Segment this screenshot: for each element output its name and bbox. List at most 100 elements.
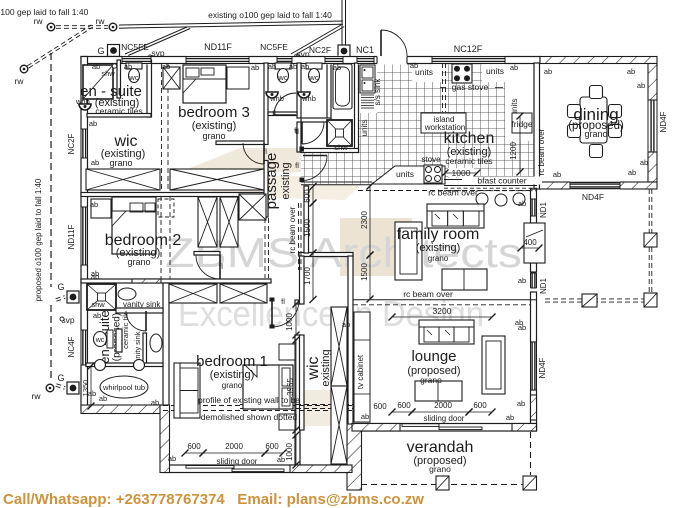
svg-text:wc: wc <box>128 73 138 82</box>
svg-text:rw: rw <box>34 16 44 26</box>
svg-text:1000: 1000 <box>285 443 294 461</box>
svg-text:gas stove: gas stove <box>452 82 489 92</box>
svg-text:existing: existing <box>280 162 292 199</box>
svg-text:grano: grano <box>584 129 607 139</box>
svg-text:grano: grano <box>202 131 225 141</box>
svg-text:wic: wic <box>113 133 137 150</box>
svg-text:rc beam over: rc beam over <box>537 128 546 175</box>
svg-text:NC5FE: NC5FE <box>260 42 288 52</box>
svg-text:ND4F: ND4F <box>538 357 547 378</box>
svg-text:units: units <box>360 120 369 137</box>
svg-text:ND1: ND1 <box>539 201 548 218</box>
svg-text:NC12F: NC12F <box>454 44 483 54</box>
svg-text:bedroom 2: bedroom 2 <box>105 232 182 249</box>
svg-text:ab: ab <box>518 199 526 208</box>
svg-text:NC5FE: NC5FE <box>121 42 149 52</box>
svg-text:ab: ab <box>89 119 97 128</box>
svg-text:tv cabinet: tv cabinet <box>356 354 365 389</box>
svg-text:ab: ab <box>91 158 99 167</box>
svg-text:600: 600 <box>397 401 411 410</box>
svg-text:2000: 2000 <box>434 401 452 410</box>
svg-text:ab: ab <box>151 398 159 407</box>
svg-text:rw: rw <box>96 16 106 26</box>
svg-text:ab: ab <box>92 62 100 71</box>
svg-text:fl: fl <box>263 147 267 156</box>
svg-text:shw: shw <box>101 69 115 78</box>
svg-text:ND11F: ND11F <box>67 225 76 250</box>
svg-text:workstation: workstation <box>424 123 465 132</box>
svg-text:fl: fl <box>294 126 298 135</box>
svg-text:G: G <box>57 282 64 292</box>
svg-text:600: 600 <box>265 442 279 451</box>
svg-text:NC2F: NC2F <box>309 45 331 55</box>
svg-text:wc: wc <box>95 337 105 344</box>
svg-text:(existing): (existing) <box>116 247 161 259</box>
svg-text:shw: shw <box>334 143 348 152</box>
svg-text:(existing): (existing) <box>447 146 492 158</box>
svg-text:ab: ab <box>251 63 259 72</box>
svg-text:ab: ab <box>342 320 350 329</box>
svg-text:(existing): (existing) <box>416 242 461 254</box>
svg-text:grano: grano <box>109 158 132 168</box>
svg-text:Call/Whatsapp: +263778767374: Call/Whatsapp: +263778767374 Email: plan… <box>3 491 424 508</box>
svg-text:ab: ab <box>162 62 170 71</box>
svg-text:vanity sink: vanity sink <box>133 331 142 366</box>
svg-text:ND4F: ND4F <box>582 192 604 202</box>
svg-text:whb: whb <box>269 94 284 103</box>
svg-text:rc beam over: rc beam over <box>428 188 478 198</box>
svg-text:ab: ab <box>90 200 98 209</box>
svg-text:2000: 2000 <box>225 442 243 451</box>
svg-text:passage: passage <box>263 153 280 210</box>
svg-text:1700: 1700 <box>303 267 312 285</box>
svg-text:profile of existing wall to be: profile of existing wall to be <box>198 395 300 405</box>
svg-text:units: units <box>415 67 433 77</box>
svg-text:sliding door: sliding door <box>424 414 465 423</box>
svg-text:demolished shown dotted: demolished shown dotted <box>201 412 298 422</box>
svg-text:NC4F: NC4F <box>67 336 76 357</box>
svg-text:400: 400 <box>523 238 537 247</box>
svg-text:1000: 1000 <box>285 313 294 331</box>
svg-text:ND11F: ND11F <box>204 42 232 52</box>
svg-text:lounge: lounge <box>411 348 456 365</box>
svg-text:(existing): (existing) <box>95 97 140 109</box>
svg-text:NC1: NC1 <box>356 45 374 55</box>
svg-text:(existing): (existing) <box>101 148 146 160</box>
svg-text:NC2F: NC2F <box>67 133 76 154</box>
svg-text:units: units <box>510 99 519 116</box>
svg-text:existing: existing <box>320 349 332 386</box>
svg-text:ab: ab <box>289 62 297 71</box>
svg-text:grano: grano <box>127 257 150 267</box>
svg-text:ab: ab <box>91 269 99 278</box>
svg-text:wc: wc <box>277 73 287 82</box>
svg-text:bedroom 3: bedroom 3 <box>178 104 250 121</box>
svg-text:600: 600 <box>187 442 201 451</box>
svg-text:ND4F: ND4F <box>659 111 668 132</box>
svg-text:s/s sink: s/s sink <box>373 78 382 106</box>
svg-text:1000: 1000 <box>452 168 471 178</box>
svg-text:rc beam over: rc beam over <box>403 289 453 299</box>
svg-text:1500: 1500 <box>303 219 312 237</box>
svg-text:ab: ab <box>277 455 285 464</box>
svg-text:3200: 3200 <box>433 306 452 316</box>
svg-text:wic: wic <box>305 356 322 380</box>
svg-text:family room: family room <box>397 226 480 243</box>
svg-text:ab: ab <box>628 168 636 177</box>
svg-text:fl: fl <box>295 161 299 170</box>
svg-text:stove: stove <box>421 155 441 164</box>
svg-text:en - suite: en - suite <box>80 83 142 100</box>
svg-text:svp: svp <box>61 315 75 325</box>
svg-text:bedroom 1: bedroom 1 <box>196 353 268 370</box>
svg-text:dining: dining <box>573 105 618 124</box>
svg-text:bfast counter: bfast counter <box>477 176 526 186</box>
svg-text:(existing): (existing) <box>192 120 237 132</box>
svg-text:600: 600 <box>473 401 487 410</box>
svg-text:rw: rw <box>32 391 42 401</box>
svg-text:ab: ab <box>124 62 132 71</box>
svg-text:ab: ab <box>515 318 523 327</box>
svg-text:svp: svp <box>151 48 165 58</box>
svg-text:ab: ab <box>518 276 526 285</box>
svg-text:ab: ab <box>544 67 552 76</box>
svg-text:(existing): (existing) <box>210 369 255 381</box>
svg-text:grano: grano <box>420 375 442 385</box>
svg-text:ND1: ND1 <box>539 277 548 294</box>
